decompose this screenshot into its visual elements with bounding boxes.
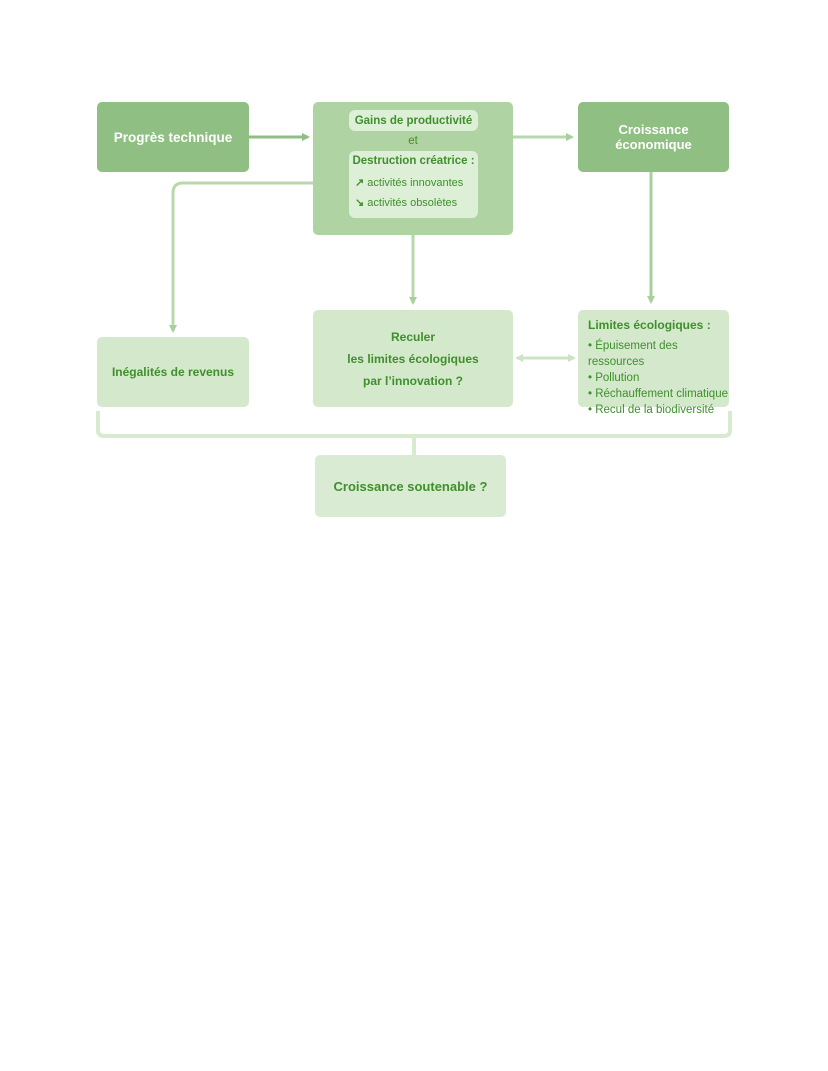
- limites-item: Épuisement des ressources: [588, 338, 729, 370]
- reculer-line1: Reculer: [390, 329, 436, 344]
- destruction-label: Destruction créatrice :: [352, 155, 475, 167]
- node-gains-productivite: Gains de productivité et Destruction cré…: [313, 102, 513, 235]
- croissance-line2: économique: [615, 137, 692, 152]
- innovantes-row: ↗ activités innovantes: [355, 176, 463, 189]
- node-croissance-soutenable: Croissance soutenable ?: [315, 455, 506, 517]
- gains-pill: Gains de productivité: [349, 110, 478, 131]
- limites-item: Recul de la biodiversité: [588, 402, 729, 418]
- arrow-down-right-icon: ↘: [355, 197, 365, 209]
- arrow-gains-to-inegalites: [169, 181, 313, 333]
- limites-title: Limites écologiques :: [588, 318, 711, 332]
- node-croissance-economique: Croissance économique: [578, 102, 729, 172]
- limites-item: Pollution: [588, 370, 729, 386]
- innovantes-label: activités innovantes: [367, 177, 464, 189]
- gains-label: Gains de productivité: [354, 114, 473, 127]
- reculer-line2: les limites écologiques: [347, 351, 479, 366]
- obsoletes-label: activités obsolètes: [367, 197, 458, 209]
- obsoletes-row: ↘ activités obsolètes: [355, 196, 457, 209]
- node-progres-technique: Progrès technique: [97, 102, 249, 172]
- limites-item: Réchauffement climatique: [588, 386, 729, 402]
- limites-list: Épuisement des ressources Pollution Réch…: [588, 338, 729, 418]
- node-reculer-limites: Reculer les limites écologiques par l’in…: [313, 310, 513, 407]
- arrow-up-right-icon: ↗: [355, 177, 365, 189]
- destruction-panel: Destruction créatrice : ↗ activités inno…: [349, 151, 478, 218]
- progres-label: Progrès technique: [113, 129, 233, 145]
- node-limites-ecologiques: Limites écologiques : Épuisement des res…: [578, 310, 729, 416]
- soutenable-label: Croissance soutenable ?: [333, 478, 488, 494]
- et-label: et: [408, 135, 418, 147]
- croissance-line1: Croissance: [618, 122, 689, 137]
- reculer-line3: par l’innovation ?: [362, 373, 463, 388]
- node-inegalites: Inégalités de revenus: [97, 337, 249, 407]
- inegalites-label: Inégalités de revenus: [111, 365, 235, 379]
